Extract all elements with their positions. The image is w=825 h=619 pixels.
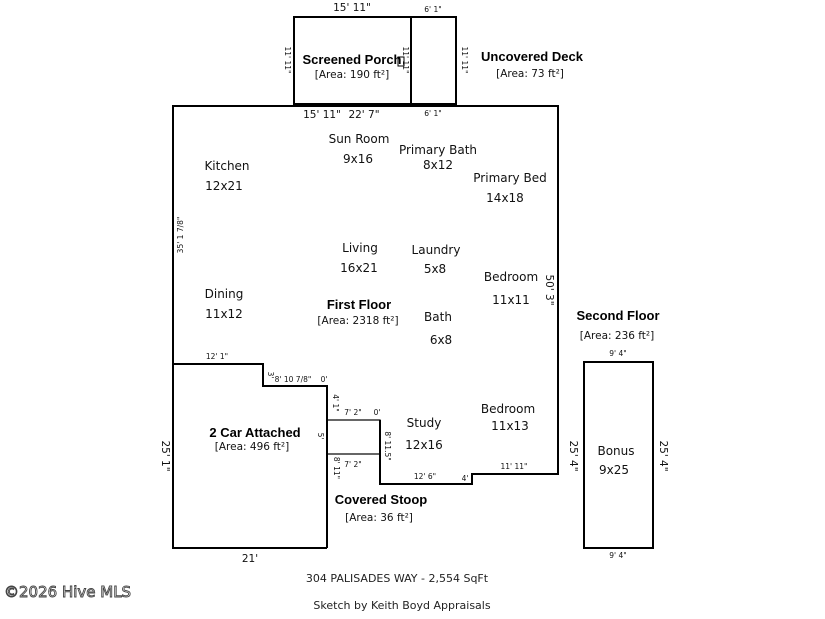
dim-bonus-bottom: 9' 4"	[609, 551, 626, 560]
watermark: ©2026 Hive MLS	[4, 583, 131, 601]
garage-title: 2 Car Attached	[209, 425, 300, 440]
porch-door	[397, 56, 405, 67]
room-laundry-size: 5x8	[424, 262, 446, 276]
garage-area: [Area: 496 ft²]	[215, 441, 289, 453]
covered-stoop-outline	[326, 419, 381, 455]
footer-address: 304 PALISADES WAY - 2,554 SqFt	[306, 572, 489, 585]
dim-porch-left: 11' 11"	[283, 47, 292, 74]
dim-bonus-right: 25' 4"	[657, 440, 669, 471]
room-living-name: Living	[342, 241, 378, 255]
room-bedroom-2-name: Bedroom	[481, 402, 535, 416]
room-dining-size: 11x12	[205, 307, 243, 321]
dim-house-right-lower: 25' 4"	[567, 440, 579, 471]
dim-bottom-12-6: 12' 6"	[414, 472, 436, 481]
dim-main-right: 50' 3"	[543, 274, 555, 305]
dim-bonus-top: 9' 4"	[609, 349, 626, 358]
room-bedroom-1-size: 11x11	[492, 293, 530, 307]
dim-stoop-inner: 7' 2"	[344, 460, 361, 469]
dim-main-left: 35' 1 7/8"	[176, 217, 185, 254]
dim-stoop-left-top: 4' 1"	[331, 394, 340, 411]
room-bedroom-2-size: 11x13	[491, 419, 529, 433]
dim-porch-top: 15' 11"	[333, 2, 371, 14]
dim-stoop-left-v: 8' 11"	[332, 457, 341, 479]
room-bonus-size: 9x25	[599, 463, 629, 477]
dim-deck-top: 6' 1"	[424, 5, 441, 14]
dim-stoop-right-v: 8' 11.5"	[383, 431, 392, 460]
dim-garage-left: 25' 1"	[159, 440, 171, 471]
dim-step-top: 12' 1"	[206, 352, 228, 361]
dim-bottom-tick: 4'	[462, 474, 469, 483]
bonus-room-outline	[583, 361, 654, 549]
room-bedroom-1-name: Bedroom	[484, 270, 538, 284]
room-study-name: Study	[407, 416, 442, 430]
dim-bottom-11-11: 11' 11"	[501, 462, 528, 471]
second-floor-title: Second Floor	[576, 308, 659, 323]
covered-stoop-area: [Area: 36 ft²]	[345, 512, 413, 524]
dim-step-small-v: 3'	[266, 372, 275, 379]
room-laundry-name: Laundry	[412, 243, 461, 257]
main-house-outline	[172, 105, 559, 485]
room-primary-bed-name: Primary Bed	[473, 171, 546, 185]
room-primary-bath-size: 8x12	[423, 158, 453, 172]
dim-step-tick: 0'	[321, 375, 328, 384]
dim-deck-right: 11' 11"	[460, 47, 469, 74]
footer-credit: Sketch by Keith Boyd Appraisals	[313, 599, 490, 612]
room-kitchen-name: Kitchen	[204, 159, 249, 173]
room-kitchen-size: 12x21	[205, 179, 243, 193]
first-floor-title: First Floor	[327, 297, 391, 312]
room-sun-room-size: 9x16	[343, 152, 373, 166]
dim-porch-bottom-b: 22' 7"	[348, 109, 379, 121]
room-living-size: 16x21	[340, 261, 378, 275]
garage-notch	[173, 363, 328, 548]
dim-step-horiz: 8' 10 7/8"	[275, 375, 312, 384]
room-study-size: 12x16	[405, 438, 443, 452]
screened-porch-area: [Area: 190 ft²]	[315, 69, 389, 81]
room-primary-bath-name: Primary Bath	[399, 143, 477, 157]
uncovered-deck-outline	[410, 16, 457, 105]
dim-stoop-top: 7' 2"	[344, 408, 361, 417]
screened-porch-title: Screened Porch	[303, 52, 402, 67]
garage-outline	[172, 364, 327, 549]
room-sun-room-name: Sun Room	[329, 132, 390, 146]
room-bath-size: 6x8	[430, 333, 452, 347]
dim-deck-bottom: 6' 1"	[424, 109, 441, 118]
room-bath-name: Bath	[424, 310, 452, 324]
second-floor-area: [Area: 236 ft²]	[580, 330, 654, 342]
covered-stoop-title: Covered Stoop	[335, 492, 428, 507]
uncovered-deck-area: [Area: 73 ft²]	[496, 68, 564, 80]
dim-porch-bottom-a: 15' 11"	[303, 109, 341, 121]
dim-stoop-mid: 5'	[316, 433, 325, 440]
first-floor-area: [Area: 2318 ft²]	[317, 315, 398, 327]
room-primary-bed-size: 14x18	[486, 191, 524, 205]
dim-garage-bottom: 21'	[242, 553, 258, 565]
dim-stoop-tick: 0'	[374, 408, 381, 417]
room-bonus-name: Bonus	[597, 444, 634, 458]
dim-porch-right: 11' 11"	[401, 47, 410, 74]
room-dining-name: Dining	[205, 287, 244, 301]
uncovered-deck-title: Uncovered Deck	[481, 49, 584, 64]
